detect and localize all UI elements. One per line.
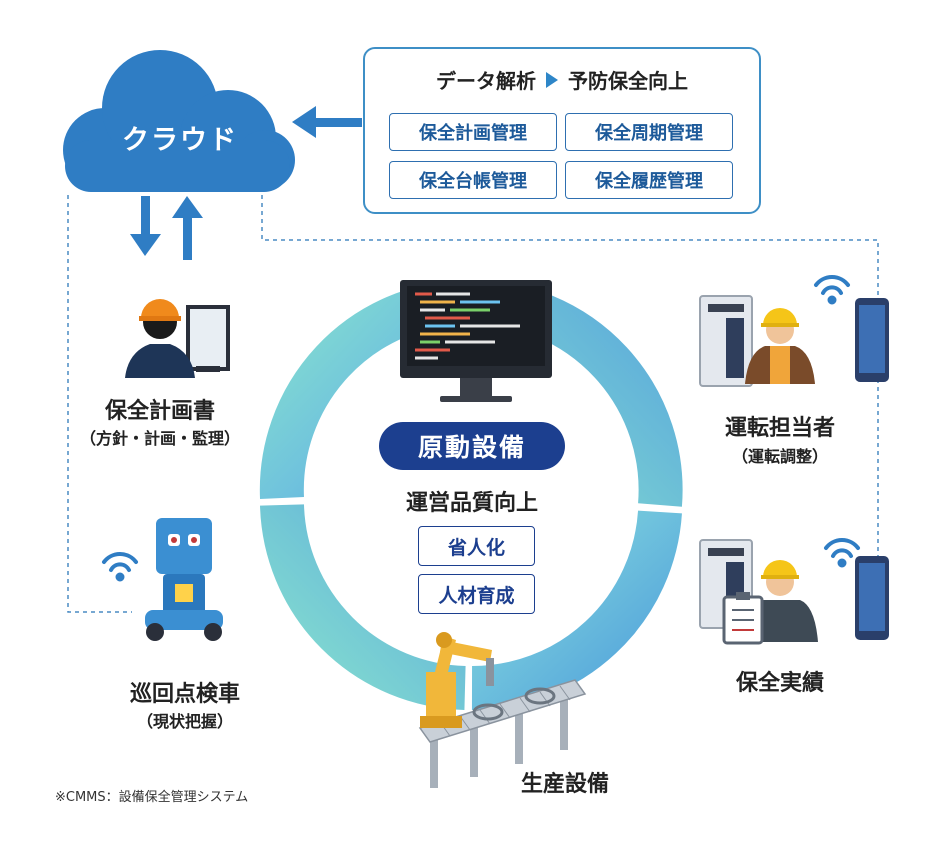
core-badge: 原動設備 [379, 422, 565, 470]
analysis-item: 保全履歴管理 [565, 161, 733, 199]
wifi-icon [102, 552, 138, 582]
panel-title-left: データ解析 [436, 69, 536, 93]
play-arrow-icon [546, 71, 558, 88]
core-subtitle: 運営品質向上 [405, 491, 538, 516]
record-title: 保全実績 [735, 671, 824, 696]
code-monitor-icon [400, 280, 552, 402]
arrow-up-icon [172, 196, 203, 260]
analysis-item: 保全台帳管理 [389, 161, 557, 199]
patrol-subtitle: （現状把握） [136, 712, 233, 731]
data-analysis-panel: データ解析 予防保全向上 保全計画管理 保全周期管理 保全台帳管理 保全履歴管理 [363, 47, 761, 214]
planner-icon [125, 299, 230, 378]
wifi-icon [824, 538, 860, 568]
wifi-icon [814, 275, 850, 305]
record-icon [699, 539, 889, 645]
patrol-title: 巡回点検車 [129, 682, 240, 707]
planner-title: 保全計画書 [104, 399, 215, 424]
panel-title-right: 予防保全向上 [568, 69, 688, 93]
arrow-down-icon [130, 196, 161, 256]
arrow-left-icon [292, 106, 362, 138]
operator-icon [699, 295, 889, 387]
analysis-item: 保全計画管理 [389, 113, 557, 151]
footnote: ※CMMS：設備保全管理システム [55, 790, 249, 805]
operator-subtitle: （運転調整） [731, 447, 828, 466]
operator-title: 運転担当者 [724, 416, 835, 441]
planner-subtitle: （方針・計画・監理） [79, 429, 240, 448]
production-title: 生産設備 [520, 772, 609, 797]
cloud-label: クラウド [122, 125, 238, 156]
dotted-connections [67, 195, 879, 613]
panel-title: データ解析 予防保全向上 [365, 65, 759, 94]
production-line-icon [418, 632, 587, 788]
analysis-item: 保全周期管理 [565, 113, 733, 151]
core-item: 人材育成 [418, 574, 535, 614]
core-item: 省人化 [418, 526, 535, 566]
cloud-icon [63, 50, 295, 192]
patrol-robot-icon [145, 518, 223, 641]
